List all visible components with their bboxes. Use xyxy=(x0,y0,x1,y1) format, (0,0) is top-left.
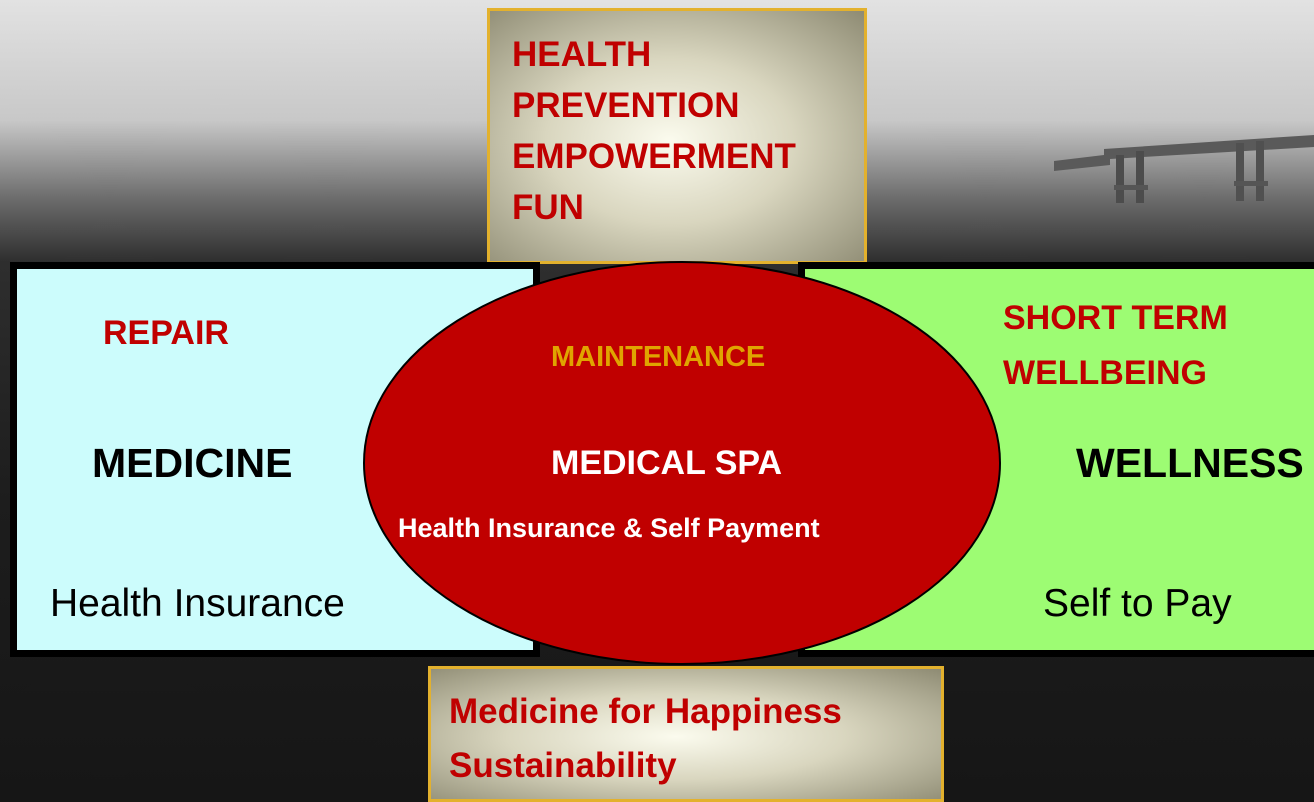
medical-spa-title: MEDICAL SPA xyxy=(551,444,783,482)
happiness-note: Medicine for Happiness Sustainability xyxy=(428,666,944,802)
pier-silhouette xyxy=(1054,135,1314,203)
medical-spa-payment: Health Insurance & Self Payment xyxy=(398,513,820,543)
wellness-payment: Self to Pay xyxy=(1043,582,1232,625)
medicine-title: MEDICINE xyxy=(92,440,293,486)
wellbeing-label: WELLBEING xyxy=(1003,354,1207,392)
top-note-line-3: EMPOWERMENT xyxy=(512,137,796,176)
top-note-line-4: FUN xyxy=(512,188,584,227)
health-prevention-note: HEALTH PREVENTION EMPOWERMENT FUN xyxy=(487,8,867,264)
wellness-title: WELLNESS xyxy=(1076,440,1304,486)
short-term-label: SHORT TERM xyxy=(1003,299,1228,337)
top-note-line-2: PREVENTION xyxy=(512,86,740,125)
repair-label: REPAIR xyxy=(103,314,229,352)
bottom-note-line-2: Sustainability xyxy=(449,746,677,785)
bottom-note-line-1: Medicine for Happiness xyxy=(449,692,842,731)
medicine-payment: Health Insurance xyxy=(50,582,345,625)
medical-spa-ellipse xyxy=(363,261,1001,665)
top-note-line-1: HEALTH xyxy=(512,35,652,74)
maintenance-label: MAINTENANCE xyxy=(551,341,766,373)
